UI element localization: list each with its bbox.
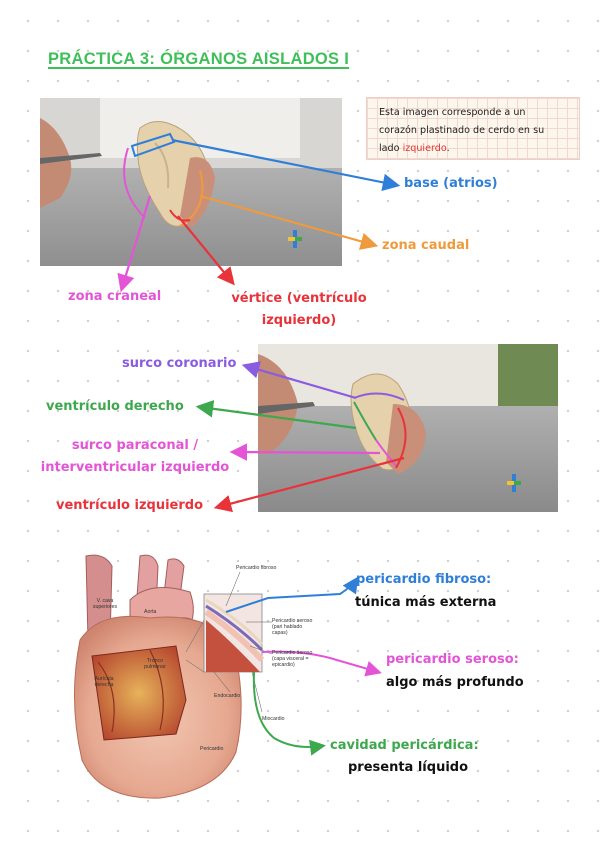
diagram-label-aorta: Aorta [144,609,156,615]
heart-window [92,646,186,740]
label-seroso-title: pericardio seroso: [386,652,519,667]
diagram-label-p-fibroso: Pericardio fibroso [236,565,276,571]
arrow-cavidad [254,672,322,747]
label-seroso-desc: algo más profundo [386,675,524,690]
diagram-label-miocardio: Miocardio [262,716,285,722]
diagram-label-endocardio: Endocardio [214,693,240,699]
diagram-label-p-parietal: Pericardio seroso (pari hablado capas) [272,618,316,636]
diagram-label-p-visceral: Pericardio seroso (capa visceral = epica… [272,650,316,668]
diagram-label-auricula: Aurícula derecha [90,676,118,688]
label-fibroso-title: pericardio fibroso: [356,572,491,587]
diagram-label-pericardio: Pericardio [200,746,223,752]
label-cavidad-desc: presenta líquido [348,760,468,775]
label-cavidad-title: cavidad pericárdica: [330,738,479,753]
diagram-label-vcava: V. cava superiores [92,598,118,610]
diagram-label-tronco: Tronco pulmonar [141,658,169,670]
label-fibroso-desc: túnica más externa [355,595,496,610]
